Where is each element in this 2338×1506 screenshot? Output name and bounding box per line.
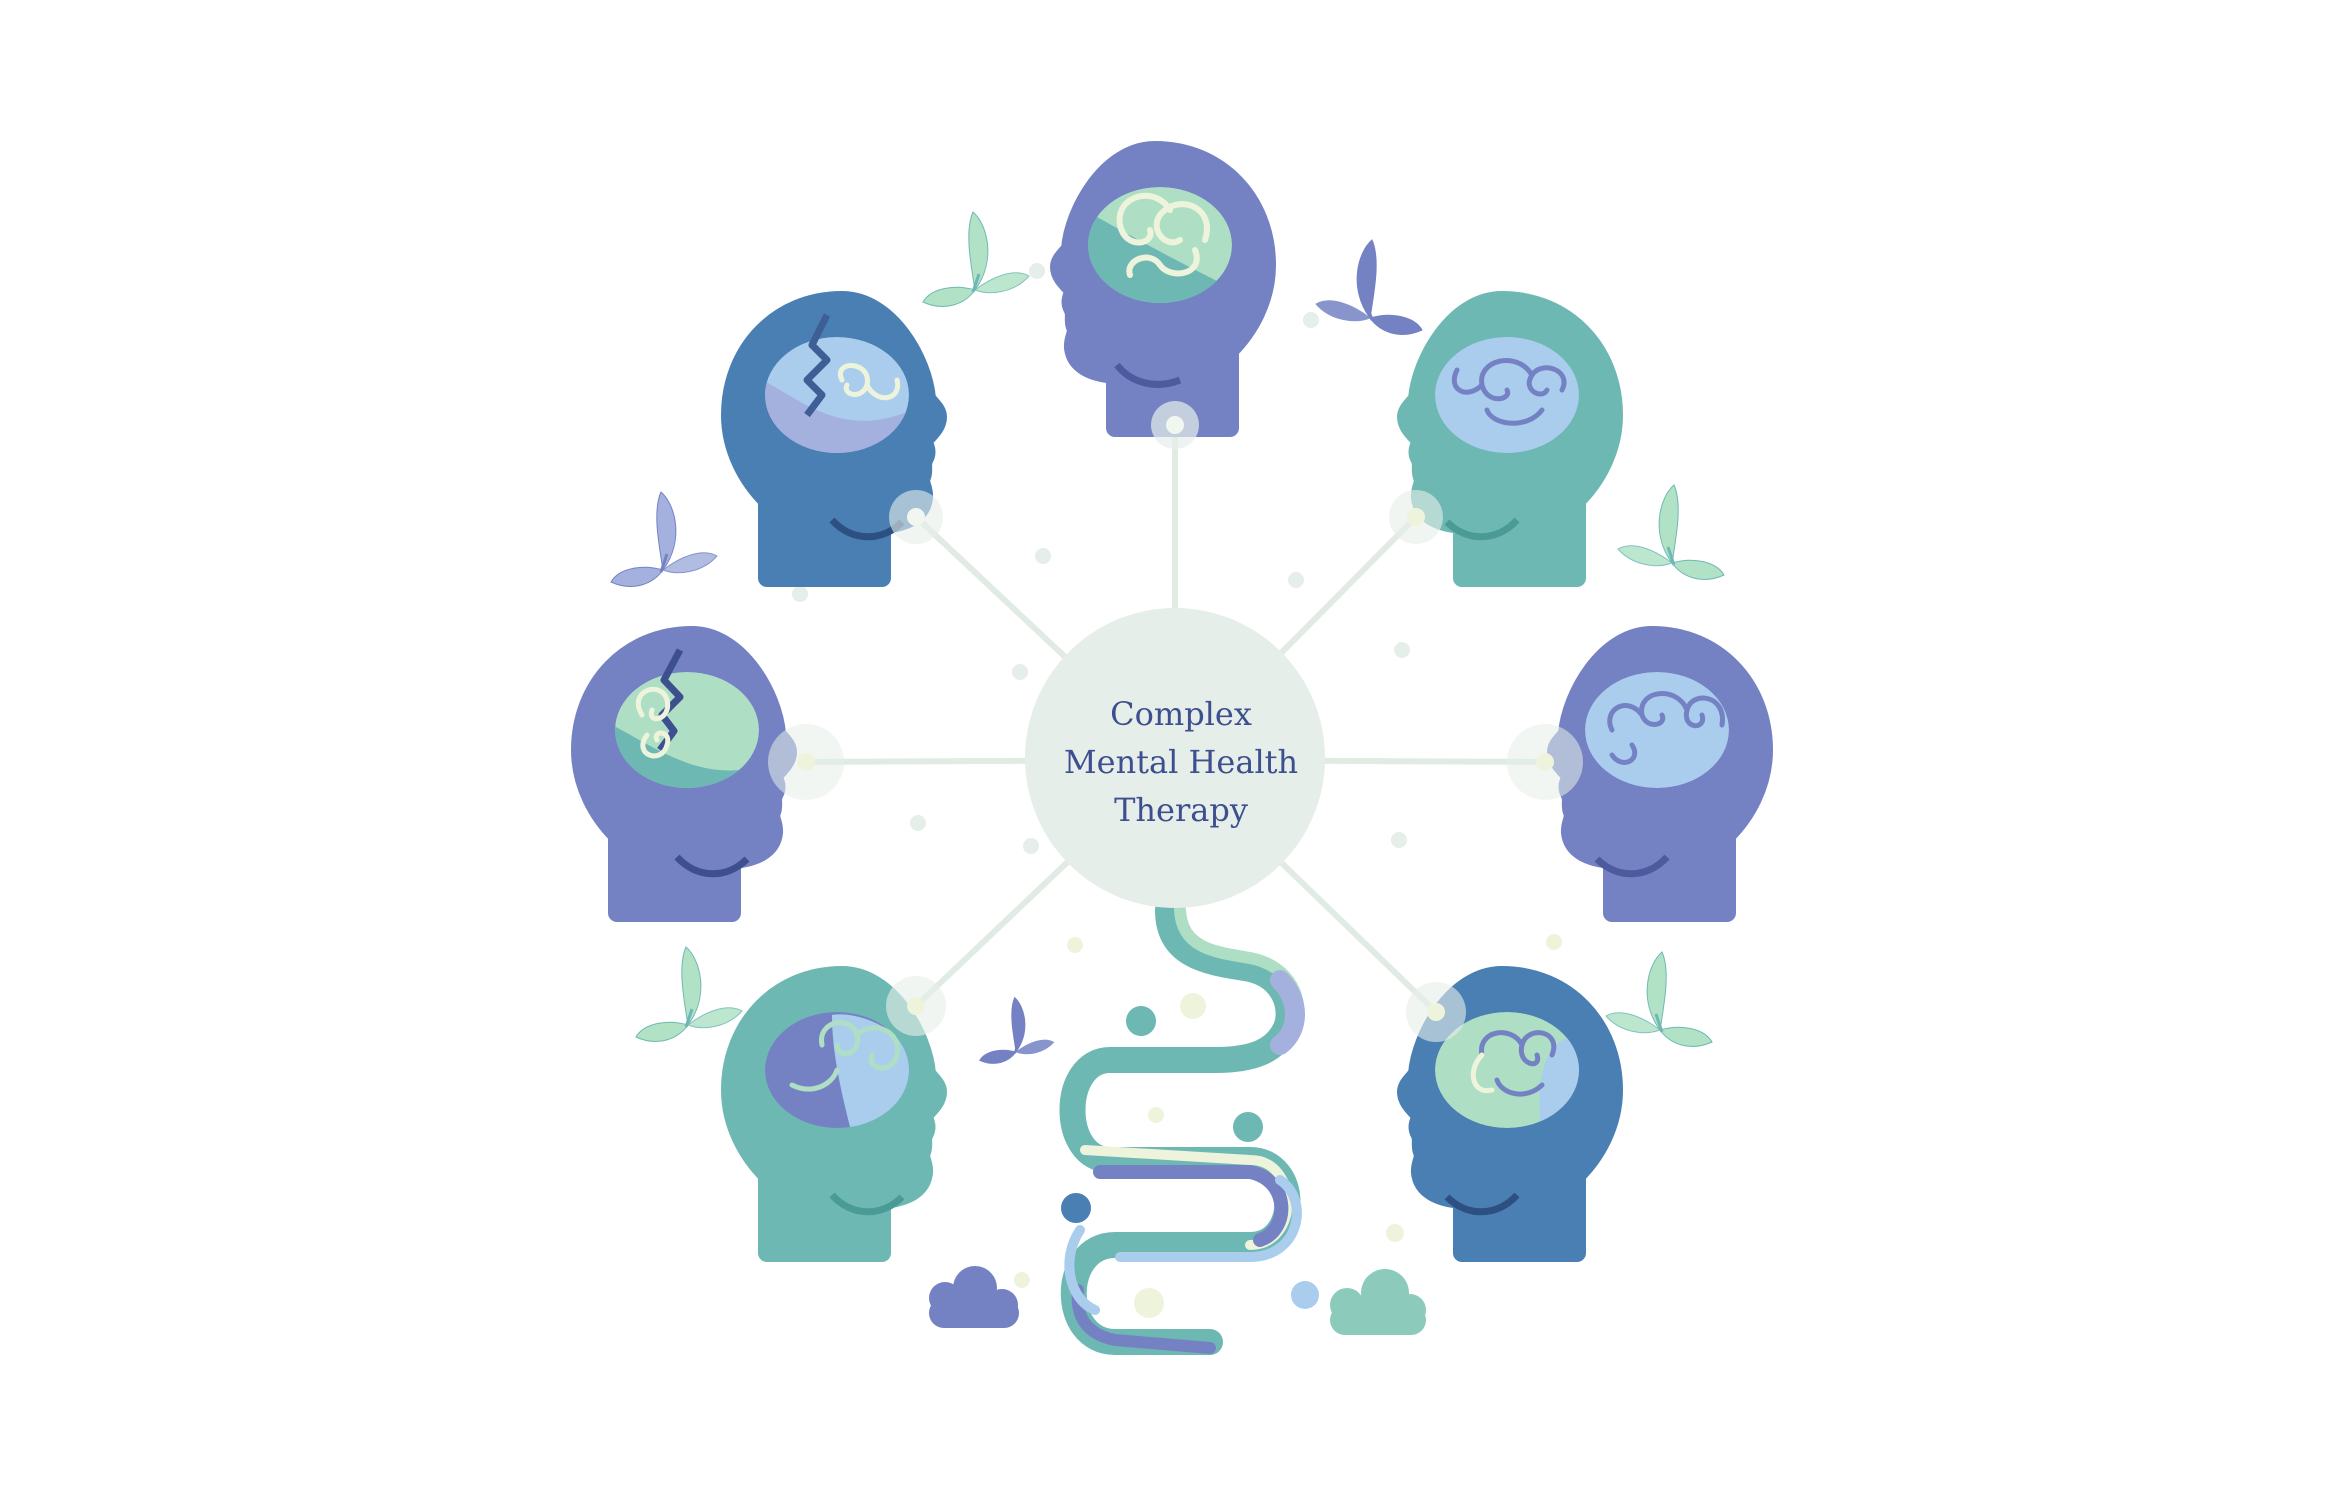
center-title-line-1: Complex <box>1110 695 1252 733</box>
brain-scribble <box>1607 691 1725 765</box>
head-bottom-left <box>730 975 938 1253</box>
center-title-line-2: Mental Health <box>1063 743 1299 781</box>
connector-nodes <box>768 401 1583 1042</box>
head-right <box>1556 635 1764 913</box>
butterfly-icon <box>609 490 719 588</box>
cloud-left <box>929 1266 1019 1328</box>
butterfly-icon <box>1604 950 1714 1048</box>
head-left <box>580 635 788 913</box>
butterfly-icon <box>978 996 1055 1065</box>
butterfly-icon <box>1616 483 1726 581</box>
head-bottom-right <box>1406 975 1614 1253</box>
center-hub <box>1025 608 1325 908</box>
brain-scribble <box>1451 358 1567 426</box>
brain-scribble <box>1116 192 1210 278</box>
decorative-dots <box>792 263 1562 1288</box>
center-title-line-3: Therapy <box>1114 791 1248 829</box>
path-dots <box>1061 993 1319 1318</box>
center-title: Complex Mental Health Therapy <box>1031 684 1331 840</box>
brain-scribble <box>1479 1030 1557 1097</box>
head-top-right <box>1406 300 1614 578</box>
butterfly-icon <box>634 945 744 1043</box>
butterfly-icon <box>1314 238 1424 336</box>
butterfly-icon <box>921 210 1031 308</box>
brain-scribble <box>837 363 901 401</box>
cloud-right <box>1330 1269 1426 1335</box>
brain-scribble <box>789 1020 900 1092</box>
head-top <box>1059 150 1267 428</box>
winding-path <box>1059 897 1305 1355</box>
brain-scribble <box>635 686 671 759</box>
